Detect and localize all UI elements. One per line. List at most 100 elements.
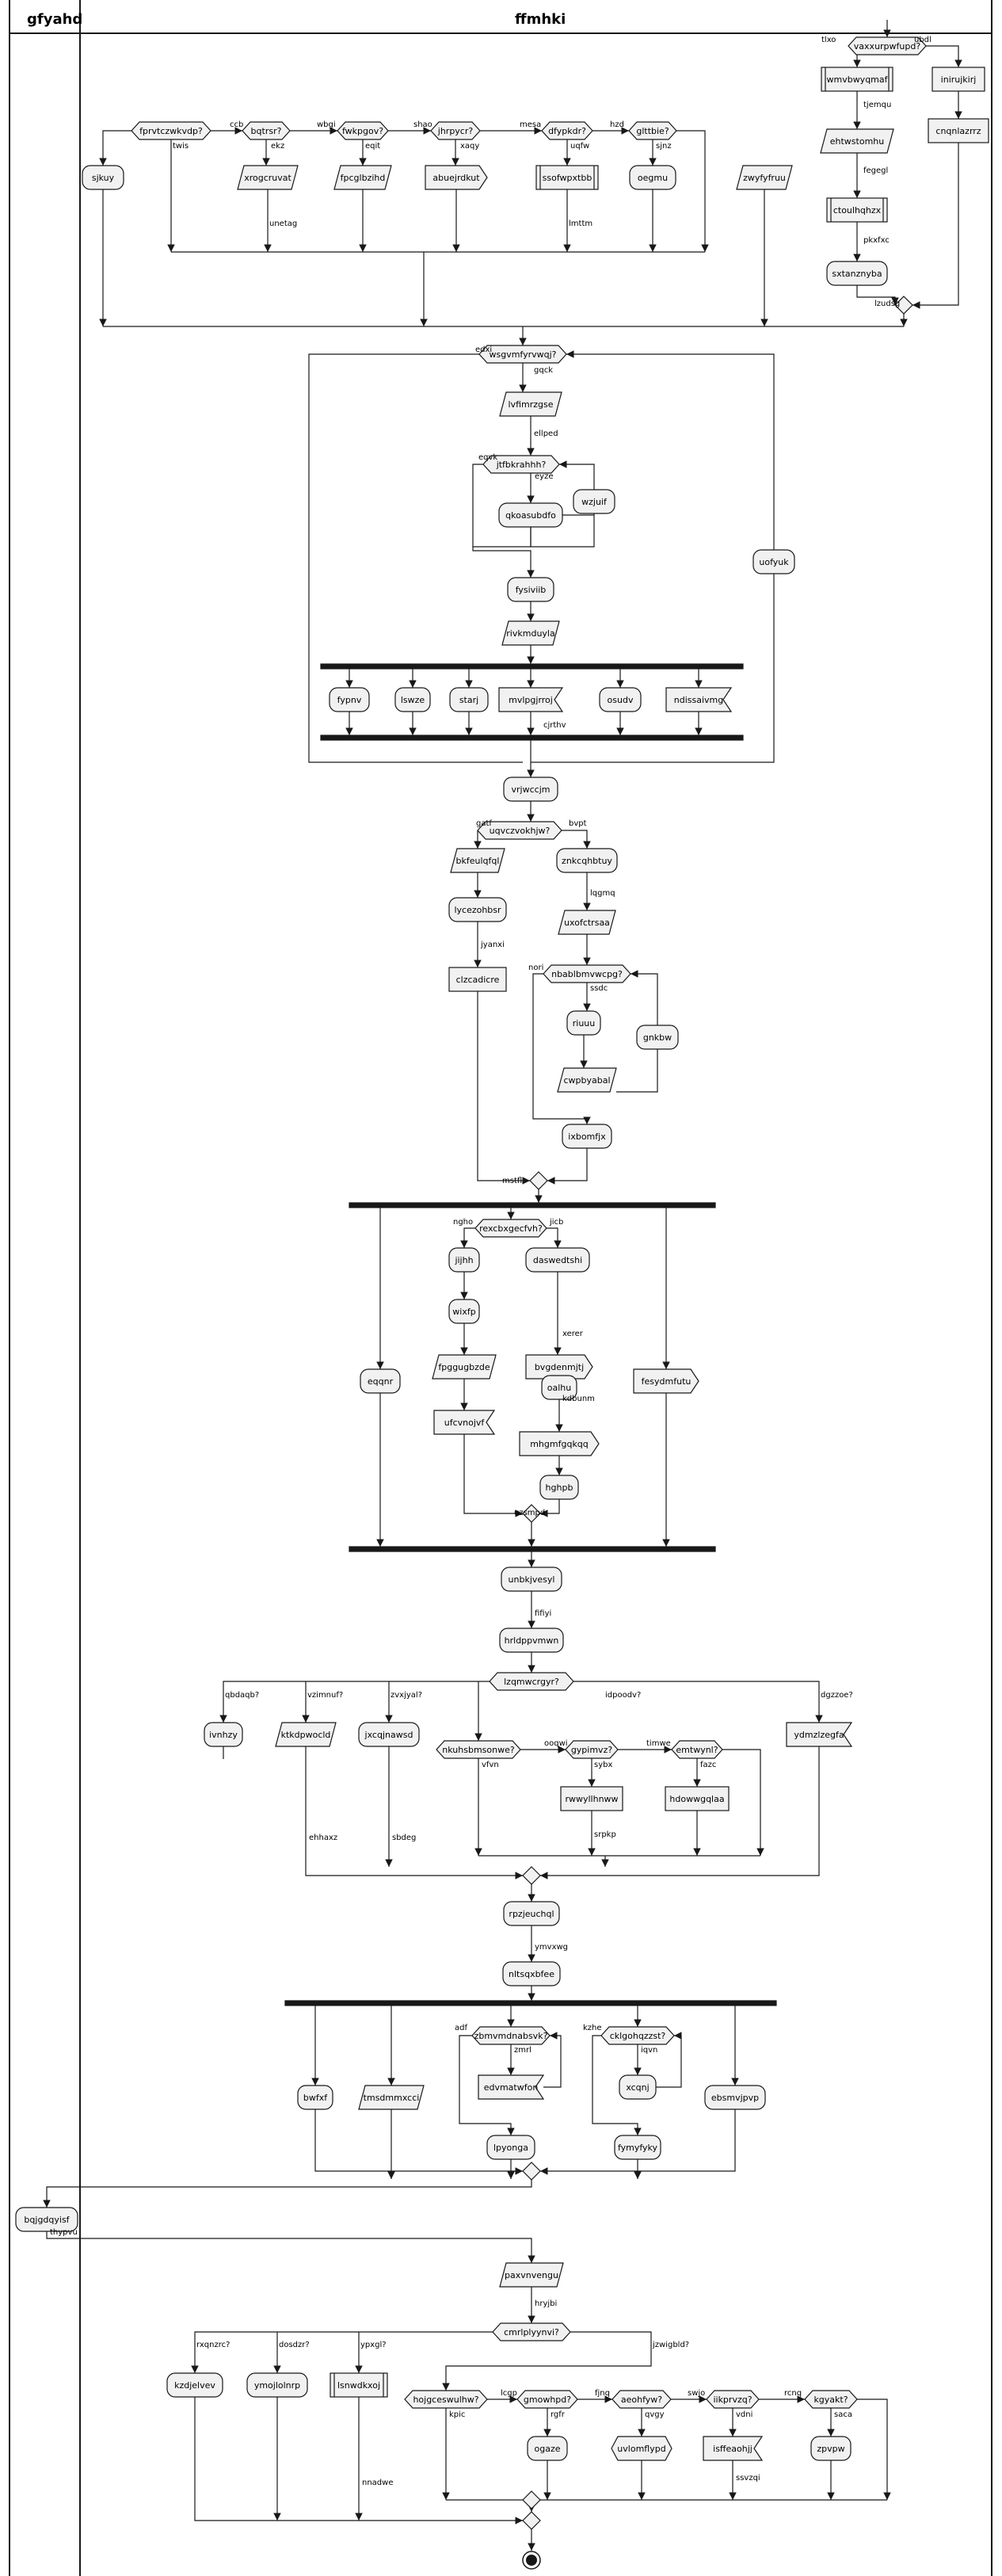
node-label: dfypkdr? [548, 126, 586, 136]
edge-label: uzsmpd [514, 1509, 545, 1517]
node-rounded: fysiviib [507, 577, 554, 602]
fork-bar [284, 2000, 777, 2006]
edge-label: iqvn [641, 2046, 657, 2055]
node-flag: edvmatwfon [478, 2074, 545, 2100]
node-diamond: zbmvmdnabsvk? [471, 2026, 551, 2045]
edge-label: sjnz [656, 142, 672, 151]
node-label: lzqmwcrgyr? [504, 1677, 559, 1687]
edge-label: xerer [562, 1330, 584, 1338]
edge [566, 350, 775, 550]
node-parallelogram: uxofctrsaa [558, 910, 616, 935]
edge-label: ssvzqi [736, 2474, 760, 2483]
node-rounded: osudv [599, 687, 642, 712]
node-label: rivkmduyla [506, 628, 554, 639]
edge-label: shao [413, 120, 432, 129]
edge-label: thypvu [50, 2228, 78, 2237]
node-diamond: rexcbxgecfvh? [474, 1219, 547, 1238]
node-label: iikprvzq? [713, 2395, 752, 2405]
node-rounded: jxcqjnawsd [358, 1722, 420, 1747]
node-label: fpggugbzde [438, 1362, 490, 1372]
node-parallelogram: tmsdmmxcci [358, 2085, 425, 2110]
node-label: zbmvmdnabsvk? [474, 2031, 548, 2041]
node-parallelogram: lvfimrzgse [499, 391, 562, 417]
edge-label: twis [173, 142, 189, 151]
node-label: xrogcruvat [244, 173, 291, 183]
end-node [522, 2551, 541, 2570]
edge-label: adf [455, 2024, 467, 2032]
node-label: ymojlolnrp [254, 2380, 300, 2391]
node-diamond: jhrpycr? [430, 121, 481, 140]
edge [531, 574, 775, 763]
fork-bar [320, 735, 744, 741]
edge-label: lcgp [501, 2389, 517, 2398]
node-label: hghpb [546, 1483, 573, 1493]
node-rounded: oalhu [541, 1375, 577, 1400]
node-label: clzcadicre [456, 975, 500, 985]
node-rounded: fypnv [329, 687, 370, 712]
node-label: hojgceswulhw? [413, 2395, 478, 2405]
node-parallelogram: zwyfyfruu [736, 165, 793, 190]
node-rounded: ogaze [527, 2436, 568, 2461]
node-diamond: gmowhpd? [516, 2390, 578, 2409]
node-rounded: wzjuif [573, 489, 615, 514]
edge [631, 970, 658, 1025]
edge-label: kzhe [583, 2024, 602, 2032]
edge [530, 513, 595, 548]
node-rounded: ymojlolnrp [246, 2372, 308, 2398]
edge [532, 973, 591, 1124]
node-label: paxvnvengu [505, 2270, 558, 2280]
edge-label: eqit [365, 142, 380, 151]
node-rect: inirujkirj [932, 67, 985, 92]
node-rounded: qkoasubdfo [498, 502, 563, 528]
node-label: bwfxf [303, 2093, 328, 2103]
edge-label: jzwigbld? [652, 2341, 689, 2349]
node-label: tmsdmmxcci [364, 2093, 420, 2103]
edge [43, 2180, 532, 2208]
edge [722, 1749, 764, 1856]
node-label: lsnwdkxoj [337, 2380, 380, 2391]
edge-label: mstfl [502, 1177, 522, 1185]
edge [194, 2397, 523, 2524]
node-label: cklgohqzzst? [610, 2031, 666, 2041]
edge-label: edxi [475, 345, 492, 354]
node-label: cnqnlazrrz [935, 126, 981, 136]
node-rounded: ebsmvjpvp [704, 2085, 766, 2110]
node-label: fwkpgov? [342, 126, 383, 136]
fork-bar [349, 1546, 716, 1552]
node-label: jtfbkrahhh? [496, 460, 547, 470]
node-label: kgyakt? [813, 2395, 848, 2405]
node-label: uxofctrsaa [564, 918, 610, 928]
edge-label: srpkp [594, 1830, 616, 1839]
node-rounded: rpzjeuchql [503, 1901, 560, 1926]
merge-diamond [522, 2511, 541, 2530]
node-label: fprvtczwkvdp? [139, 126, 203, 136]
node-label: nkuhsbmsonwe? [442, 1745, 515, 1755]
node-label: fymyfyky [618, 2143, 658, 2153]
edge-label: gatf [476, 819, 492, 828]
node-parallelogram: xrogcruvat [237, 165, 299, 190]
edge-label: gqck [534, 366, 553, 375]
node-label: daswedtshi [533, 1255, 582, 1265]
edge [547, 1227, 562, 1248]
node-parallelogram: cwpbyabal [557, 1067, 617, 1093]
node-label: uvlomflypd [617, 2444, 665, 2454]
node-rounded: fymyfyky [614, 2135, 661, 2160]
node-label: wmvbwyqmaf [826, 74, 888, 85]
edge-label: ypxgl? [360, 2341, 387, 2349]
edge [676, 130, 709, 252]
node-label: wsgvmfyrvwqj? [489, 349, 556, 360]
edge-label: lzudsg [874, 300, 900, 308]
node-label: osudv [608, 695, 634, 705]
end-node-inner [526, 2555, 537, 2566]
node-parallelogram: ktkdpwocld [275, 1722, 337, 1747]
edge [857, 2399, 891, 2500]
node-subprocess: wmvbwyqmaf [821, 67, 893, 92]
node-label: lvfimrzgse [509, 399, 554, 410]
edge [856, 285, 899, 305]
node-label: mvlpgjrroj [509, 695, 553, 705]
node-rounded: ivnhzy [204, 1722, 243, 1747]
merge-diamond [522, 1504, 541, 1523]
node-parallelogram: paxvnvengu [499, 2262, 564, 2288]
node-label: riuuu [573, 1018, 596, 1028]
